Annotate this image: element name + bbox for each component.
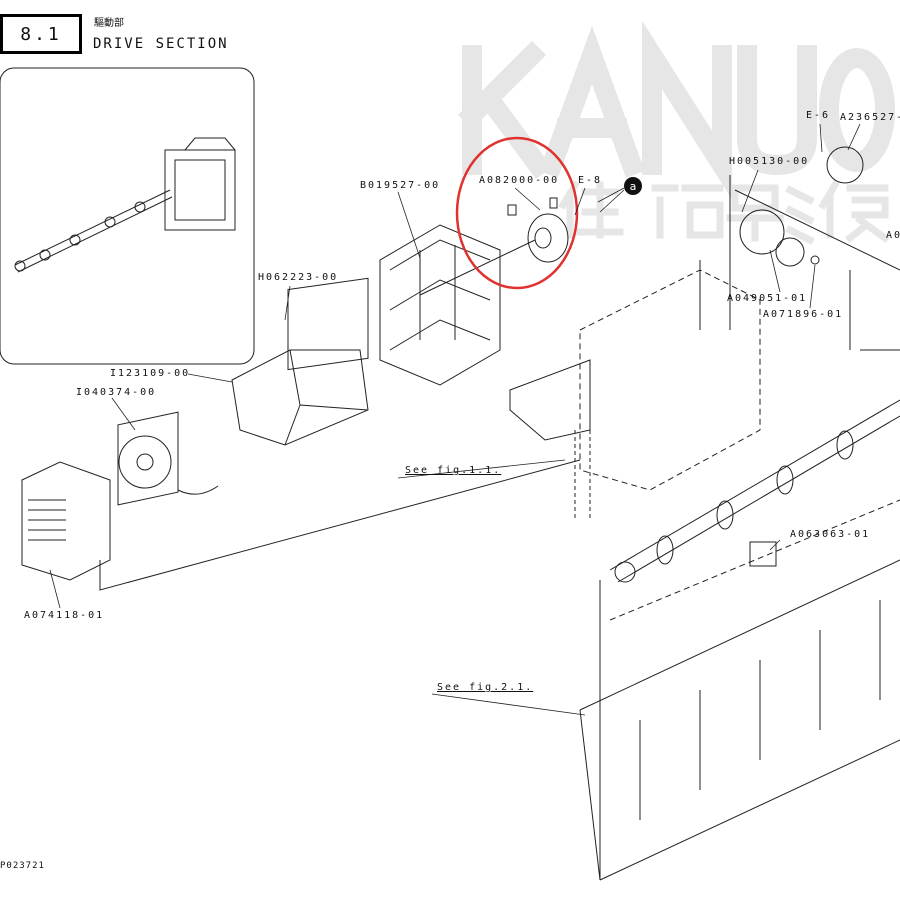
- section-number-box: 8.1: [0, 14, 82, 54]
- part-label: A049051-01: [727, 293, 808, 304]
- part-label: E-8: [578, 175, 603, 186]
- shaft-drawing: [609, 399, 900, 583]
- part-label: A236527-: [840, 112, 900, 123]
- bracket-drawing: [379, 224, 501, 386]
- part-label: I040374-00: [76, 387, 157, 398]
- section-title-cn: 驅動部: [94, 18, 124, 29]
- reference-fig-2-1: See fig.2.1.: [437, 682, 534, 693]
- section-number: 8.1: [20, 23, 62, 45]
- callout-marker-letter: a: [630, 180, 637, 193]
- section-title: DRIVE SECTION: [93, 36, 229, 52]
- part-label: A063063-01: [790, 529, 871, 540]
- part-label: A074118-01: [24, 610, 105, 621]
- frame-drawing: [509, 146, 900, 491]
- fan-drawing: [117, 411, 219, 506]
- inset-overview-frame: [0, 67, 255, 365]
- figure-code: P023721: [0, 861, 45, 871]
- part-label: A0: [886, 230, 900, 241]
- motor-drawing: [231, 277, 369, 446]
- chassis-drawing: [574, 430, 900, 881]
- part-label: H062223-00: [258, 272, 339, 283]
- part-label: B019527-00: [360, 180, 441, 191]
- fan-guard-drawing: [21, 459, 581, 591]
- gear-drawing: [419, 197, 569, 296]
- inset-assembly-drawing: [14, 137, 236, 273]
- leader-lines: [49, 123, 861, 716]
- watermark-logo-latin: [457, 20, 895, 200]
- part-label: A082000-00: [479, 175, 560, 186]
- part-label: I123109-00: [110, 368, 191, 379]
- part-label: H005130-00: [729, 156, 810, 167]
- callout-marker-a: [624, 177, 642, 195]
- highlight-circle: [455, 136, 579, 290]
- part-label: E-6: [806, 110, 831, 121]
- reference-fig-1-1: See fig.1.1.: [405, 465, 502, 476]
- part-label: A071896-01: [763, 309, 844, 320]
